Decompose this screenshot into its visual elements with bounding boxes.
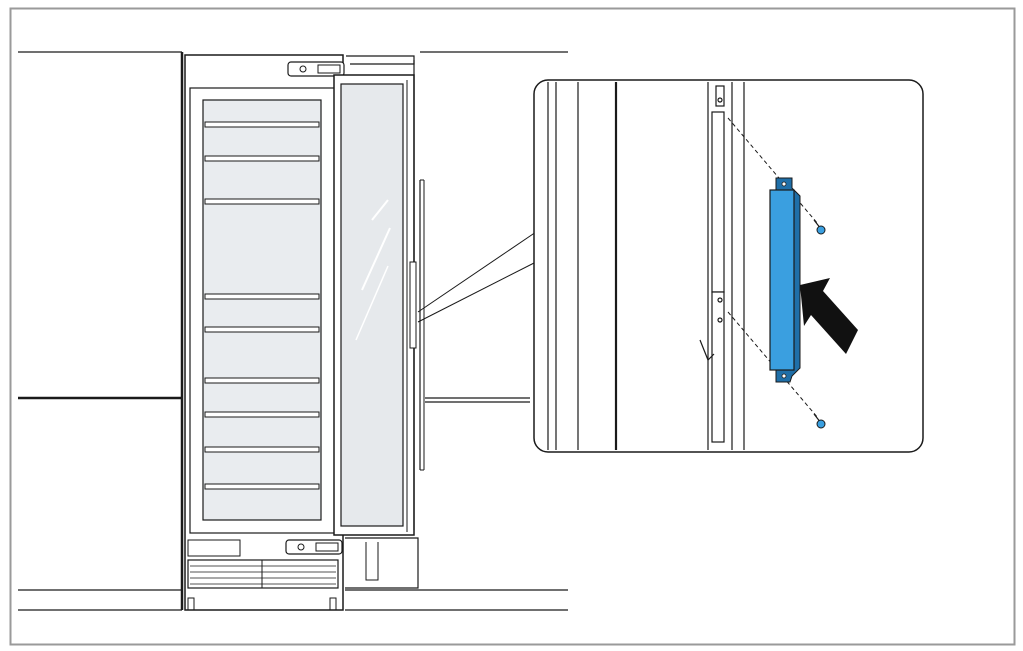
shelf (204, 293, 320, 300)
push-direction-arrow (800, 278, 858, 354)
shelf (204, 446, 320, 453)
mounting-screw (813, 413, 826, 429)
shelf (204, 411, 320, 418)
shelf (204, 198, 320, 205)
shelf (204, 121, 320, 128)
shelf (204, 155, 320, 162)
callout-connector (417, 231, 537, 323)
shelf (204, 377, 320, 384)
bottom-hinge (285, 539, 343, 555)
zoom-detail-callout (533, 79, 924, 453)
mounting-bracket (769, 177, 801, 383)
cabinetry (18, 51, 568, 611)
ventilation-grille (187, 559, 339, 589)
open-door (333, 55, 425, 589)
mounting-screw (813, 219, 826, 235)
top-hinge (287, 61, 345, 77)
shelves-group (204, 121, 320, 490)
shelf (204, 483, 320, 490)
shelf (204, 326, 320, 333)
